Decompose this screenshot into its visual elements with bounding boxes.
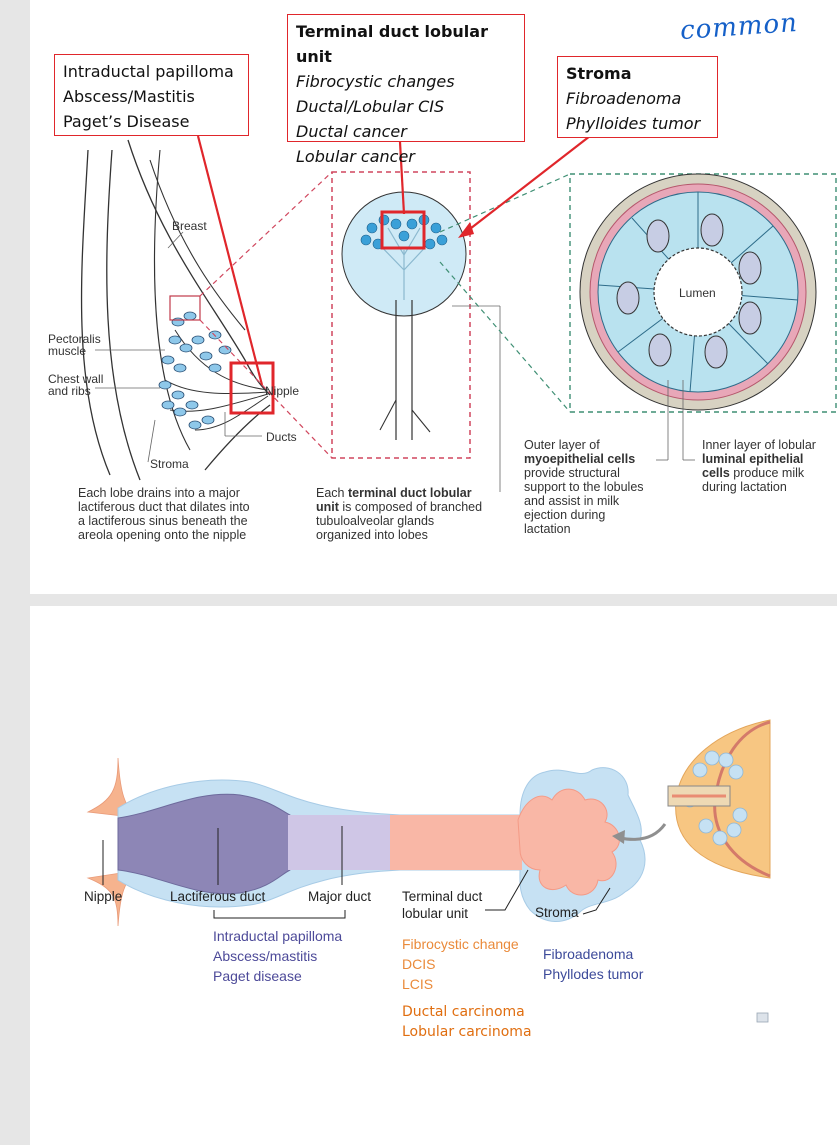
caption-tdlu-lead: Each [316, 486, 348, 500]
callout-nipple-diseases: Intraductal papilloma Abscess/Mastitis P… [54, 54, 249, 136]
caption-tdlu-bold-2: unit [316, 500, 339, 514]
label-major-duct: Major duct [308, 889, 372, 904]
list-stroma-item-2: Phyllodes tumor [543, 966, 644, 982]
list-duct-item-2: Abscess/mastitis [213, 948, 318, 964]
callout-nipple-line-2: Abscess/Mastitis [63, 87, 195, 106]
label-bottom-nipple: Nipple [84, 889, 123, 904]
caption-inner-rest-1: produce milk [729, 466, 805, 480]
label-terminal-duct-2: lobular unit [402, 906, 469, 921]
callout-tdlu-line-1: Fibrocystic changes [296, 72, 455, 91]
label-stroma: Stroma [150, 457, 189, 471]
callout-stroma-diseases: Stroma Fibroadenoma Phylloides tumor [557, 56, 718, 138]
list-tdlu-item-3: LCIS [402, 976, 434, 992]
list-carcinoma-item-1: Ductal carcinoma [402, 1004, 525, 1020]
caption-outer-line-1: Outer layer of [524, 438, 600, 452]
breast-anatomy-illustration [80, 82, 837, 492]
callout-stroma-line-2: Phylloides tumor [566, 114, 701, 133]
callout-stroma-line-1: Fibroadenoma [566, 89, 682, 108]
list-tdlu-diseases: Fibrocystic change DCIS LCIS [402, 934, 519, 994]
list-tdlu-item-1: Fibrocystic change [402, 936, 519, 952]
caption-outer-line-5: and assist in milk [524, 494, 620, 508]
list-duct-diseases: Intraductal papilloma Abscess/mastitis P… [213, 926, 342, 986]
label-ducts: Ducts [266, 430, 297, 444]
list-carcinoma-item-2: Lobular carcinoma [402, 1024, 532, 1040]
caption-inner-line-1: Inner layer of lobular [702, 438, 816, 452]
caption-lobe-line-3: a lactiferous sinus beneath the [78, 514, 248, 528]
caption-outer-line-6: ejection during [524, 508, 606, 522]
list-stroma-diseases: Fibroadenoma Phyllodes tumor [543, 944, 643, 984]
list-duct-item-3: Paget disease [213, 968, 302, 984]
caption-tdlu-line-3: tubuloalveolar glands [316, 514, 435, 528]
caption-outer-bold: myoepithelial cells [524, 452, 636, 466]
callout-tdlu-line-4: Lobular cancer [296, 147, 415, 166]
list-carcinomas: Ductal carcinoma Lobular carcinoma [402, 1002, 532, 1042]
caption-inner-layer: Inner layer of lobular luminal epithelia… [702, 438, 816, 494]
label-terminal-duct-1: Terminal duct [402, 889, 483, 904]
caption-outer-line-4: support to the lobules [524, 480, 644, 494]
caption-lobe: Each lobe drains into a major lactiferou… [78, 486, 250, 542]
callout-nipple-line-3: Paget’s Disease [63, 112, 190, 131]
list-tdlu-item-2: DCIS [402, 956, 436, 972]
caption-tdlu-rest-1: is composed of branched [338, 500, 483, 514]
caption-tdlu-line-4: organized into lobes [316, 528, 428, 542]
callout-nipple-line-1: Intraductal papilloma [63, 62, 234, 81]
label-lactiferous-duct: Lactiferous duct [170, 889, 266, 904]
caption-outer-layer: Outer layer of myoepithelial cells provi… [524, 438, 644, 536]
callout-stroma-heading: Stroma [566, 64, 632, 83]
label-bottom-stroma: Stroma [535, 905, 579, 920]
caption-lobe-line-1: Each lobe drains into a major [78, 486, 240, 500]
label-chest-wall-2: and ribs [48, 384, 91, 398]
list-stroma-item-1: Fibroadenoma [543, 946, 634, 962]
caption-outer-line-3: provide structural [524, 466, 620, 480]
label-nipple: Nipple [265, 384, 300, 398]
label-lumen: Lumen [679, 286, 716, 300]
callout-tdlu-diseases: Terminal duct lobular unit Fibrocystic c… [287, 14, 525, 166]
callout-tdlu-line-3: Ductal cancer [296, 122, 407, 141]
callout-tdlu-heading: Terminal duct lobular unit [296, 22, 488, 66]
caption-inner-bold-2: cells [702, 466, 730, 480]
caption-tdlu: Each terminal duct lobular unit is compo… [316, 486, 482, 542]
label-pectoralis-1: Pectoralis [48, 332, 101, 346]
caption-lobe-line-2: lactiferous duct that dilates into [78, 500, 250, 514]
label-pectoralis-2: muscle [48, 344, 87, 358]
list-duct-item-1: Intraductal papilloma [213, 928, 343, 944]
label-chest-wall-1: Chest wall [48, 372, 104, 386]
label-breast: Breast [172, 219, 207, 233]
caption-lobe-line-4: areola opening onto the nipple [78, 528, 247, 542]
caption-inner-line-4: during lactation [702, 480, 787, 494]
caption-tdlu-bold: terminal duct lobular [347, 486, 472, 500]
callout-tdlu-line-2: Ductal/Lobular CIS [296, 97, 445, 116]
caption-outer-line-7: lactation [524, 522, 571, 536]
caption-inner-bold: luminal epithelial [702, 452, 804, 466]
